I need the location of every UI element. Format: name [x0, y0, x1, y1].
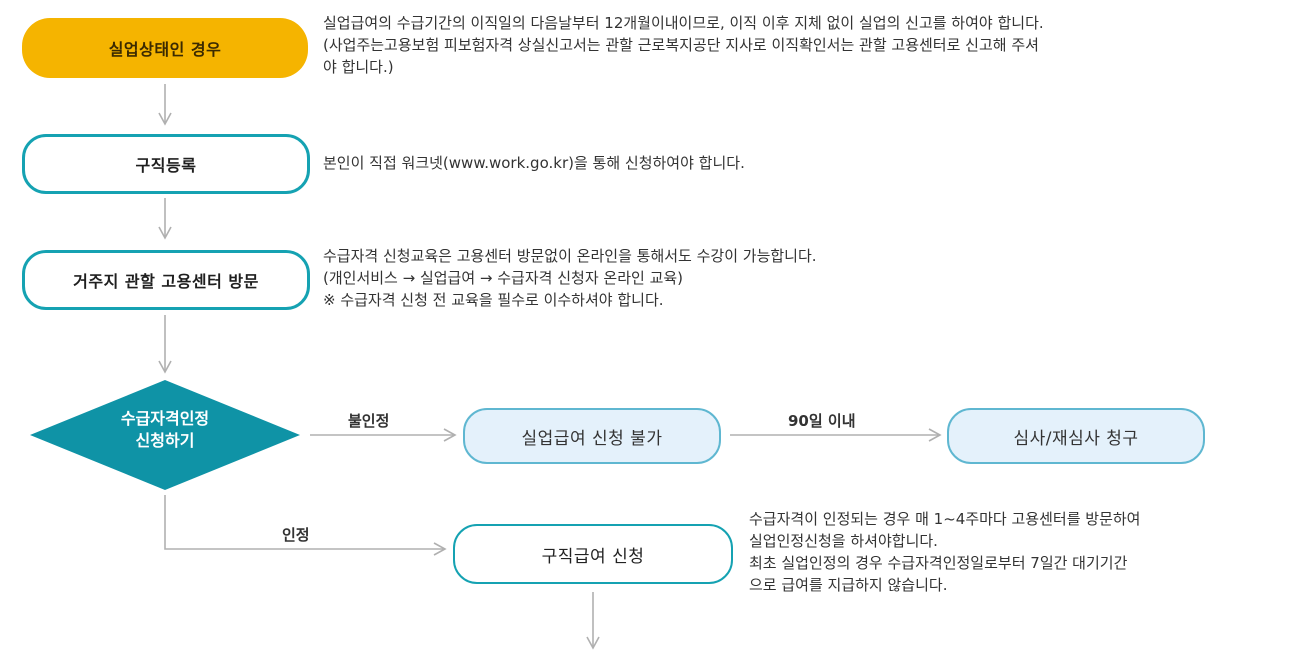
desc-job-benefit-line3: 최초 실업인정의 경우 수급자격인정일로부터 7일간 대기기간	[749, 554, 1128, 572]
eligibility-label-line1: 수급자격인정	[120, 409, 210, 428]
node-job-benefit: 구직급여 신청	[453, 524, 733, 584]
desc-job-benefit-line4: 으로 급여를 지급하지 않습니다.	[749, 576, 948, 594]
desc-visit-center-line2: (개인서비스 → 실업급여 → 수급자격 신청자 온라인 교육)	[323, 269, 684, 287]
node-job-registration-label: 구직등록	[135, 156, 197, 175]
desc-job-benefit-line2: 실업인정신청을 하셔야합니다.	[749, 532, 938, 550]
node-visit-center-label: 거주지 관할 고용센터 방문	[73, 272, 259, 291]
desc-visit-center-line1: 수급자격 신청교육은 고용센터 방문없이 온라인을 통해서도 수강이 가능합니다…	[323, 247, 817, 265]
eligibility-label-line2: 신청하기	[135, 431, 195, 450]
eligibility-diamond	[30, 380, 300, 490]
desc-job-registration: 본인이 직접 워크넷(www.work.go.kr)을 통해 신청하여야 합니다…	[323, 152, 745, 174]
node-job-registration: 구직등록	[22, 134, 310, 194]
node-unemployed-label: 실업상태인 경우	[108, 40, 222, 59]
node-visit-center: 거주지 관할 고용센터 방문	[22, 250, 310, 310]
desc-unemployed: 실업급여의 수급기간의 이직일의 다음날부터 12개월이내이므로, 이직 이후 …	[323, 12, 1044, 78]
desc-job-benefit: 수급자격이 인정되는 경우 매 1~4주마다 고용센터를 방문하여 실업인정신청…	[749, 508, 1140, 596]
eligibility-diamond-label: 수급자격인정 신청하기	[45, 408, 285, 452]
desc-visit-center: 수급자격 신청교육은 고용센터 방문없이 온라인을 통해서도 수강이 가능합니다…	[323, 245, 817, 311]
arrow-approved	[164, 495, 447, 556]
node-not-eligible: 실업급여 신청 불가	[463, 408, 721, 464]
node-unemployed: 실업상태인 경우	[22, 18, 308, 78]
desc-job-registration-line1: 본인이 직접 워크넷(www.work.go.kr)을 통해 신청하여야 합니다…	[323, 154, 745, 172]
edge-label-within-90: 90일 이내	[788, 412, 856, 430]
desc-job-benefit-line1: 수급자격이 인정되는 경우 매 1~4주마다 고용센터를 방문하여	[749, 510, 1141, 528]
desc-unemployed-line2: (사업주는고용보험 피보험자격 상실신고서는 관할 근로복지공단 지사로 이직확…	[323, 36, 1039, 54]
desc-unemployed-line1: 실업급여의 수급기간의 이직일의 다음날부터 12개월이내이므로, 이직 이후 …	[323, 14, 1044, 32]
node-review: 심사/재심사 청구	[947, 408, 1205, 464]
node-review-label: 심사/재심사 청구	[1013, 428, 1139, 449]
edge-label-approved: 인정	[282, 526, 310, 544]
desc-visit-center-line3: ※ 수급자격 신청 전 교육을 필수로 이수하셔야 합니다.	[323, 291, 664, 309]
desc-unemployed-line3: 야 합니다.)	[323, 58, 394, 76]
node-not-eligible-label: 실업급여 신청 불가	[521, 428, 663, 449]
edge-label-rejected: 불인정	[348, 412, 390, 430]
node-job-benefit-label: 구직급여 신청	[541, 546, 645, 567]
